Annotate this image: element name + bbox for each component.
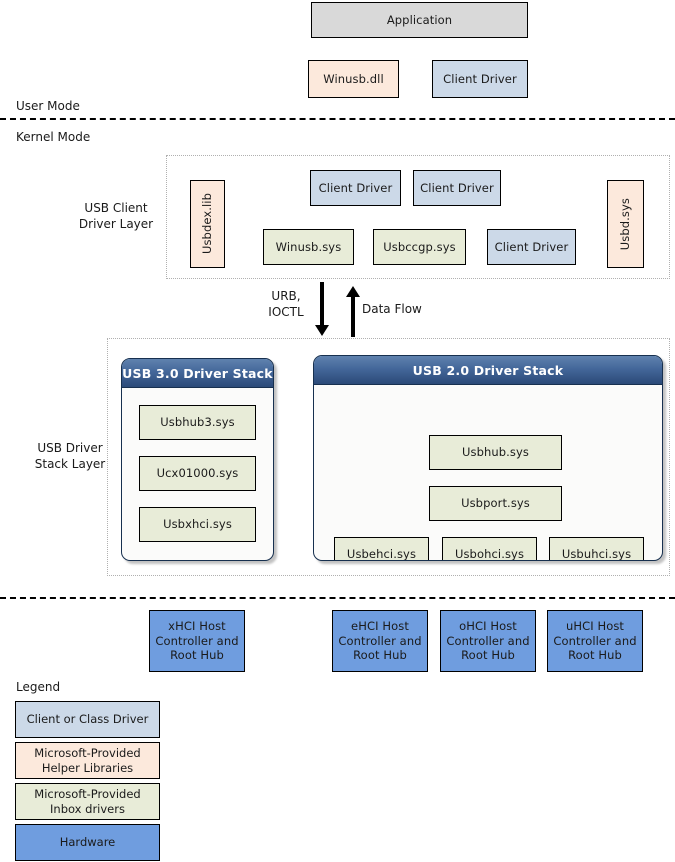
legend-item-inbox-drivers: Microsoft-Provided Inbox drivers xyxy=(15,783,160,820)
usbehci-sys-box[interactable]: Usbehci.sys xyxy=(334,537,429,561)
urb-ioctl-label: URB, IOCTL xyxy=(268,289,304,320)
ucx01000-sys-label: Ucx01000.sys xyxy=(156,466,239,481)
ehci-host-controller-label: eHCI Host Controller and Root Hub xyxy=(338,619,422,663)
legend-item-helper-libraries: Microsoft-Provided Helper Libraries xyxy=(15,742,160,779)
usb-client-driver-layer-label: USB Client Driver Layer xyxy=(78,201,154,232)
usbport-sys-box[interactable]: Usbport.sys xyxy=(429,486,562,521)
winusb-dll-label: Winusb.dll xyxy=(323,71,384,86)
xhci-host-controller-box[interactable]: xHCI Host Controller and Root Hub xyxy=(149,610,245,672)
usbccgp-sys-label: Usbccgp.sys xyxy=(383,239,456,254)
legend-item-client-driver: Client or Class Driver xyxy=(15,701,160,738)
data-flow-arrow-shaft xyxy=(351,296,355,337)
usbhub3-sys-box[interactable]: Usbhub3.sys xyxy=(139,405,256,440)
user-mode-client-driver-box[interactable]: Client Driver xyxy=(432,60,528,98)
winusb-dll-box[interactable]: Winusb.dll xyxy=(308,60,399,98)
legend-title: Legend xyxy=(16,680,61,694)
client-driver-label-1: Client Driver xyxy=(318,180,393,195)
uhci-host-controller-label: uHCI Host Controller and Root Hub xyxy=(553,619,637,663)
usbohci-sys-box[interactable]: Usbohci.sys xyxy=(442,537,537,561)
uhci-host-controller-box[interactable]: uHCI Host Controller and Root Hub xyxy=(547,610,643,672)
client-driver-label-3: Client Driver xyxy=(494,239,569,254)
winusb-sys-box[interactable]: Winusb.sys xyxy=(263,229,354,265)
client-driver-layer-group xyxy=(166,155,670,279)
usb-20-driver-stack-title: USB 2.0 Driver Stack xyxy=(314,356,662,385)
legend-item-hardware: Hardware xyxy=(15,824,160,861)
ohci-host-controller-label: oHCI Host Controller and Root Hub xyxy=(446,619,530,663)
usb-30-driver-stack-title: USB 3.0 Driver Stack xyxy=(122,359,273,388)
user-kernel-divider xyxy=(0,118,675,120)
client-driver-label-2: Client Driver xyxy=(420,180,494,195)
client-driver-box-2[interactable]: Client Driver xyxy=(413,170,501,206)
usb-20-driver-stack-body: Usbhub.sys Usbport.sys Usbehci.sys Usboh… xyxy=(314,385,662,561)
urb-ioctl-arrow-shaft xyxy=(320,282,324,326)
usb-30-driver-stack-body: Usbhub3.sys Ucx01000.sys Usbxhci.sys xyxy=(122,388,273,560)
usbuhci-sys-label: Usbuhci.sys xyxy=(561,547,632,561)
usbccgp-sys-box[interactable]: Usbccgp.sys xyxy=(373,229,466,265)
usbd-sys-box[interactable]: Usbd.sys xyxy=(607,180,644,268)
driver-stack-layer-group xyxy=(107,338,670,576)
data-flow-label: Data Flow xyxy=(362,302,422,316)
usbohci-sys-label: Usbohci.sys xyxy=(454,547,525,561)
application-box[interactable]: Application xyxy=(311,2,528,38)
application-label: Application xyxy=(386,12,453,27)
urb-ioctl-arrow-head xyxy=(315,325,329,336)
kernel-mode-label: Kernel Mode xyxy=(16,130,91,144)
usbd-sys-label: Usbd.sys xyxy=(618,197,633,251)
usbdex-lib-box[interactable]: Usbdex.lib xyxy=(190,180,225,268)
usb-driver-stack-layer-label: USB Driver Stack Layer xyxy=(34,441,106,472)
legend-label-hardware: Hardware xyxy=(59,835,116,850)
xhci-host-controller-label: xHCI Host Controller and Root Hub xyxy=(155,619,239,663)
ucx01000-sys-box[interactable]: Ucx01000.sys xyxy=(139,456,256,491)
ehci-host-controller-box[interactable]: eHCI Host Controller and Root Hub xyxy=(332,610,428,672)
usbxhci-sys-box[interactable]: Usbxhci.sys xyxy=(139,507,256,542)
legend-label-client-driver: Client or Class Driver xyxy=(26,712,149,727)
data-flow-arrow-head xyxy=(346,286,360,297)
usbdex-lib-label: Usbdex.lib xyxy=(200,193,215,255)
user-mode-client-driver-label: Client Driver xyxy=(443,71,517,86)
client-driver-box-3[interactable]: Client Driver xyxy=(487,229,576,265)
usbport-sys-label: Usbport.sys xyxy=(461,496,530,511)
usb-20-driver-stack-panel: USB 2.0 Driver Stack Usbhub.sys Usbport.… xyxy=(313,355,663,561)
winusb-sys-label: Winusb.sys xyxy=(275,239,342,254)
ohci-host-controller-box[interactable]: oHCI Host Controller and Root Hub xyxy=(440,610,536,672)
usb-30-driver-stack-panel: USB 3.0 Driver Stack Usbhub3.sys Ucx0100… xyxy=(121,358,274,561)
usbhub-sys-box[interactable]: Usbhub.sys xyxy=(429,435,562,470)
usbhub-sys-label: Usbhub.sys xyxy=(461,445,530,460)
usbuhci-sys-box[interactable]: Usbuhci.sys xyxy=(549,537,644,561)
usbhub3-sys-label: Usbhub3.sys xyxy=(160,415,235,430)
client-driver-box-1[interactable]: Client Driver xyxy=(310,170,401,206)
kernel-hardware-divider xyxy=(0,597,675,599)
user-mode-label: User Mode xyxy=(16,99,80,113)
usbehci-sys-label: Usbehci.sys xyxy=(346,547,417,561)
legend-label-helper-libraries: Microsoft-Provided Helper Libraries xyxy=(34,746,141,775)
usbxhci-sys-label: Usbxhci.sys xyxy=(163,517,232,532)
legend-label-inbox-drivers: Microsoft-Provided Inbox drivers xyxy=(34,787,141,816)
